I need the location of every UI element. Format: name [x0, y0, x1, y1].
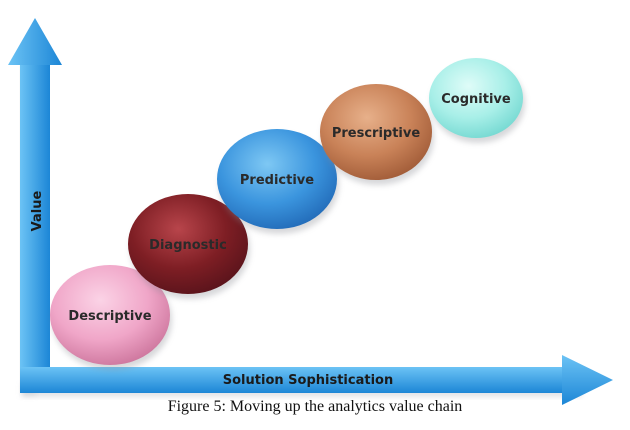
- y-axis-arrow: [8, 18, 62, 393]
- stage-label-prescriptive: Prescriptive: [332, 126, 421, 141]
- x-axis-arrow: [20, 355, 613, 405]
- stage-bubble-predictive: [217, 129, 337, 229]
- figure-caption: Figure 5: Moving up the analytics value …: [167, 398, 463, 415]
- stage-bubble-cognitive: [429, 58, 523, 138]
- stage-label-cognitive: Cognitive: [441, 92, 511, 107]
- stage-bubble-diagnostic: [128, 194, 248, 294]
- x-axis-label: Solution Sophistication: [223, 373, 393, 388]
- stage-bubble-descriptive: [50, 265, 170, 365]
- stage-label-predictive: Predictive: [240, 173, 314, 188]
- stage-label-descriptive: Descriptive: [68, 309, 151, 324]
- stage-label-diagnostic: Diagnostic: [149, 238, 227, 253]
- stage-bubble-prescriptive: [320, 84, 432, 180]
- stage-bubbles: Descriptive Diagnostic Predictive Prescript…: [50, 58, 525, 370]
- y-axis-label: Value: [30, 190, 45, 231]
